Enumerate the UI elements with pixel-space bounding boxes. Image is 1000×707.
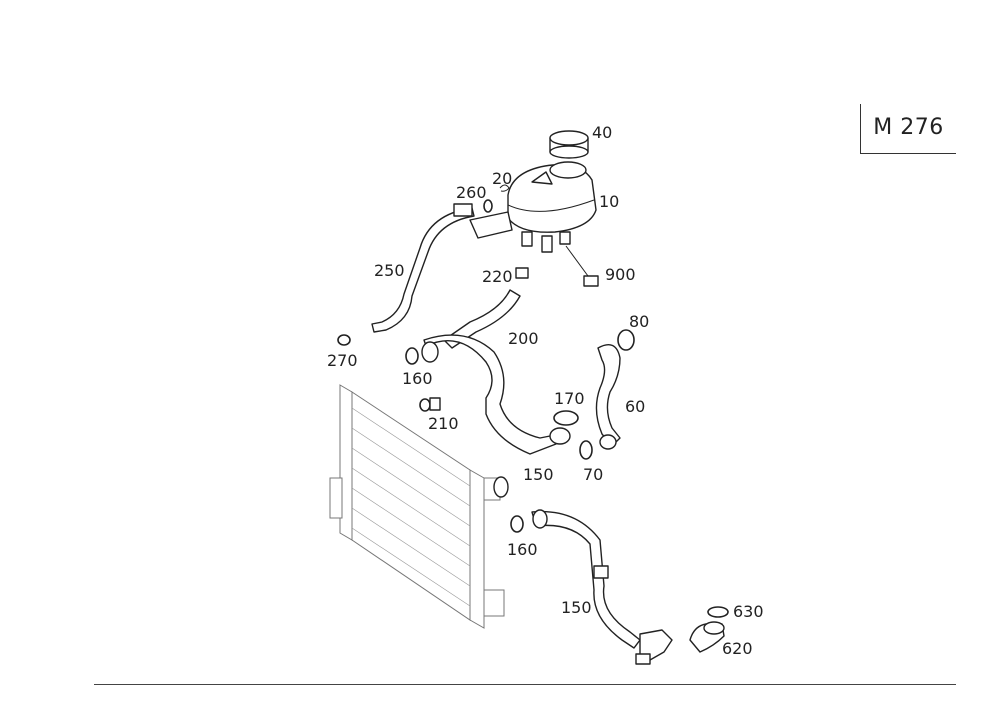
footer-rule <box>94 684 956 685</box>
callout-210: 210 <box>428 414 459 433</box>
callout-630: 630 <box>733 602 764 621</box>
seal-ring-80 <box>617 329 635 351</box>
callout-20: 20 <box>492 169 512 188</box>
callout-250: 250 <box>374 261 405 280</box>
clamp-220 <box>515 267 529 279</box>
callout-150-lower: 150 <box>561 598 592 617</box>
callout-80: 80 <box>629 312 649 331</box>
coolant-hose-60 <box>595 344 621 447</box>
callout-160-lower: 160 <box>507 540 538 559</box>
seal-ring-260 <box>483 199 493 213</box>
seal-ring-170 <box>553 410 579 426</box>
callout-620: 620 <box>722 639 753 658</box>
seal-ring-270 <box>337 334 351 346</box>
seal-ring-70 <box>579 440 593 460</box>
callout-150-upper: 150 <box>523 465 554 484</box>
model-box: M 276 <box>860 104 956 154</box>
model-code: M 276 <box>873 115 944 140</box>
callout-40: 40 <box>592 123 612 142</box>
lower-radiator-hose <box>531 510 641 649</box>
seal-ring-160-lower <box>510 515 524 533</box>
callout-270: 270 <box>327 351 358 370</box>
expansion-tank-cap <box>549 130 589 159</box>
radiator <box>329 384 509 629</box>
retaining-clip <box>499 184 510 192</box>
seal-ring-630 <box>707 606 729 618</box>
coolant-hose-200 <box>443 289 521 349</box>
callout-160-upper: 160 <box>402 369 433 388</box>
callout-220: 220 <box>482 267 513 286</box>
callout-10: 10 <box>599 192 619 211</box>
seal-ring-160-upper <box>405 347 419 365</box>
callout-70: 70 <box>583 465 603 484</box>
callout-60: 60 <box>625 397 645 416</box>
seal-ring-210 <box>419 398 431 412</box>
expansion-tank <box>469 161 597 253</box>
level-sensor <box>583 275 599 287</box>
vent-hose <box>371 207 475 333</box>
upper-radiator-hose <box>423 334 561 455</box>
callout-170: 170 <box>554 389 585 408</box>
callout-200: 200 <box>508 329 539 348</box>
callout-900: 900 <box>605 265 636 284</box>
callout-260: 260 <box>456 183 487 202</box>
